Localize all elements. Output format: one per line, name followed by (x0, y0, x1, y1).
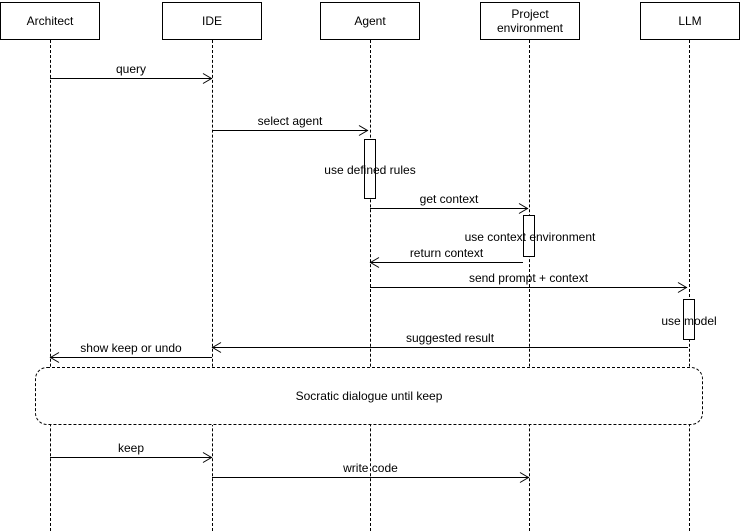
message-label: return context (409, 246, 484, 260)
lifeline-llm (689, 40, 690, 531)
fragment-socratic-dialogue: Socratic dialogue until keep (35, 367, 703, 425)
actor-label: IDE (201, 14, 222, 28)
message-query: query (50, 58, 213, 84)
lifeline-architect (50, 40, 51, 531)
actor-label: Project environment (496, 7, 564, 35)
message-select-agent: select agent (212, 110, 369, 136)
arrowhead-right-icon (200, 72, 213, 85)
arrowhead-left-icon (211, 341, 224, 354)
message-write-code: write code (212, 457, 530, 483)
lifeline-agent (370, 40, 371, 531)
actor-label: Architect (26, 14, 74, 28)
actor-llm: LLM (640, 2, 740, 40)
message-get-context: get context (370, 188, 529, 214)
activation-label-use-context-environment: use context environment (464, 230, 596, 244)
actor-project-environment: Project environment (480, 2, 580, 40)
arrowhead-right-icon (517, 471, 530, 484)
message-label: keep (117, 441, 145, 455)
actor-agent: Agent (320, 2, 420, 40)
message-keep: keep (50, 437, 213, 463)
message-return-context: return context (369, 242, 523, 268)
lifeline-project-environment (529, 40, 530, 531)
arrowhead-left-icon (369, 256, 382, 269)
message-label: show keep or undo (80, 341, 182, 355)
lifeline-ide (212, 40, 213, 531)
arrowhead-right-icon (356, 124, 369, 137)
message-label: query (115, 62, 147, 76)
arrowhead-right-icon (200, 451, 213, 464)
actor-architect: Architect (0, 2, 100, 40)
message-label: get context (419, 192, 479, 206)
message-send-prompt-context: send prompt + context (370, 267, 688, 293)
message-label: write code (343, 461, 398, 475)
arrowhead-right-icon (516, 202, 529, 215)
actor-ide: IDE (162, 2, 262, 40)
fragment-label: Socratic dialogue until keep (295, 389, 443, 403)
actor-label: Agent (354, 14, 386, 28)
activation-label-use-defined-rules: use defined rules (324, 163, 416, 177)
activation-llm (683, 299, 695, 340)
message-label: suggested result (405, 331, 495, 345)
message-label: send prompt + context (468, 271, 589, 285)
message-show-keep-or-undo: show keep or undo (49, 337, 212, 363)
activation-project-environment (523, 215, 535, 257)
arrowhead-right-icon (675, 281, 688, 294)
actor-label: LLM (678, 14, 702, 28)
message-suggested-result: suggested result (211, 327, 688, 353)
activation-label-use-model: use model (661, 314, 717, 328)
arrowhead-left-icon (49, 351, 62, 364)
activation-agent (364, 139, 376, 199)
message-label: select agent (257, 114, 323, 128)
